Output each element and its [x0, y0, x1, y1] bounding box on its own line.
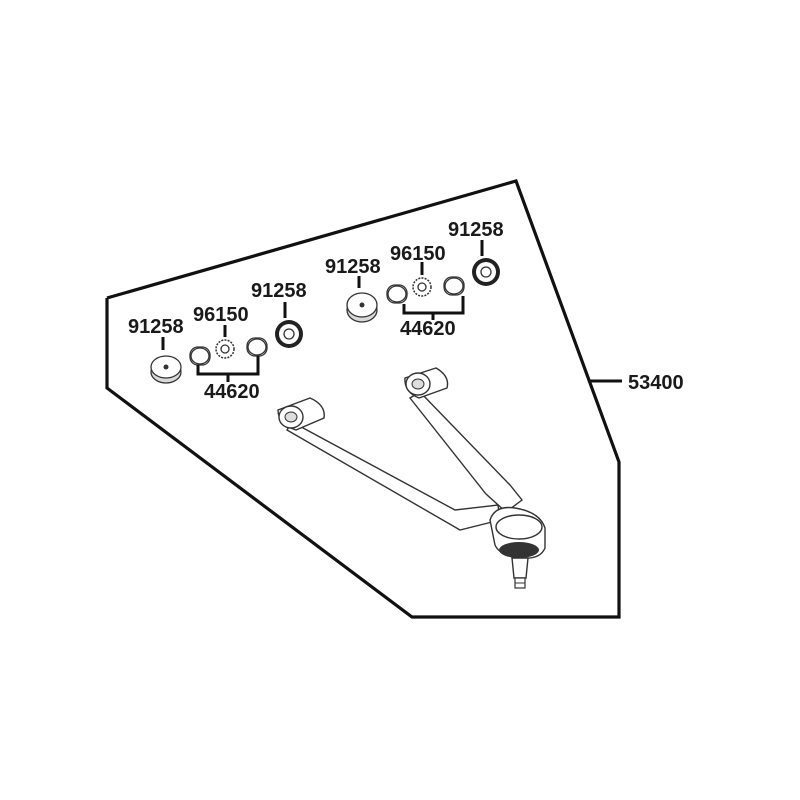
- right-bushings-label[interactable]: 44620: [400, 318, 456, 340]
- left-washer-label[interactable]: 96150: [193, 304, 249, 326]
- left-cap-outer[interactable]: [150, 355, 182, 384]
- right-cap-outer-label[interactable]: 91258: [325, 256, 381, 278]
- assembly-part-number[interactable]: 53400: [628, 372, 684, 394]
- left-bushing-b[interactable]: [246, 337, 268, 357]
- right-seal-label[interactable]: 91258: [448, 219, 504, 241]
- left-cap-outer-label[interactable]: 91258: [128, 316, 184, 338]
- control-arm[interactable]: [277, 367, 546, 589]
- right-seal[interactable]: [472, 258, 500, 286]
- left-bushings-label[interactable]: 44620: [204, 381, 260, 403]
- assembly-frame: [105, 179, 621, 619]
- left-bushings-bracket: [196, 356, 260, 382]
- right-bushings-bracket: [402, 296, 465, 320]
- right-washer-label[interactable]: 96150: [390, 243, 446, 265]
- left-washer[interactable]: [215, 339, 235, 359]
- right-washer[interactable]: [412, 277, 432, 297]
- right-cap-outer[interactable]: [346, 292, 378, 323]
- left-seal[interactable]: [275, 320, 303, 348]
- right-bushing-b[interactable]: [443, 276, 465, 296]
- left-seal-label[interactable]: 91258: [251, 280, 307, 302]
- left-bushing-a[interactable]: [189, 346, 211, 366]
- right-bushing-a[interactable]: [386, 284, 408, 304]
